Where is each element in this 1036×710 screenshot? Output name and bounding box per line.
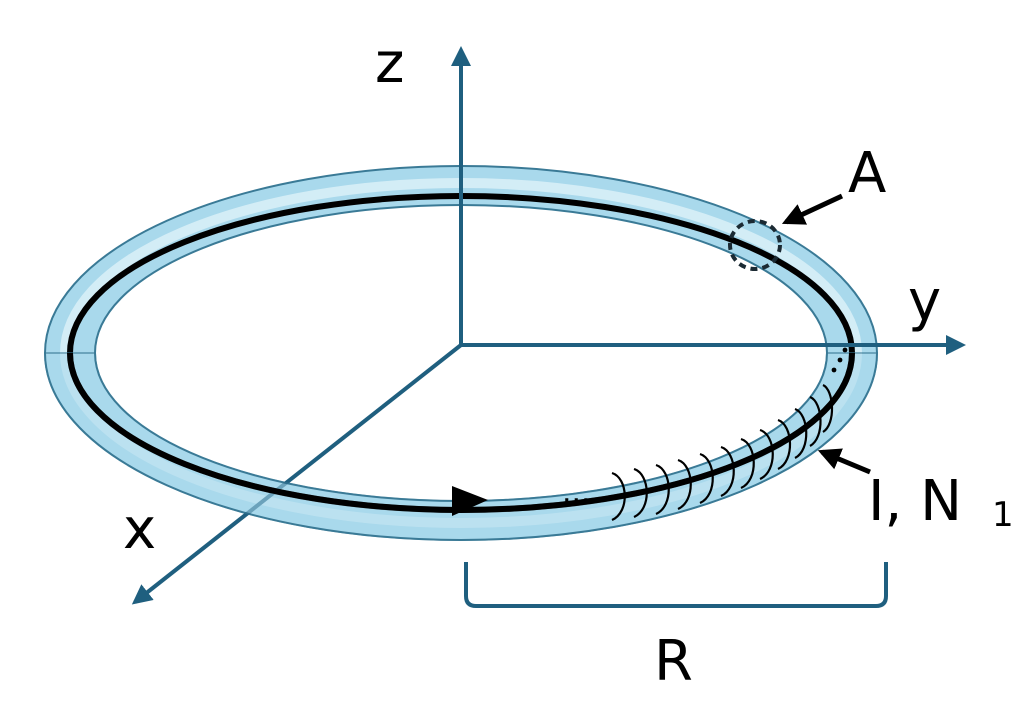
coil-turn [720,445,735,498]
coil-turn [677,458,692,511]
coil-turn [809,395,822,447]
coil-turn [759,428,774,481]
current-pointer-arrow [817,448,871,475]
coil-turn [794,407,808,459]
radius-bracket [464,562,888,608]
coil-turn [822,383,834,433]
y-axis-label: y [908,269,941,334]
coil-turn [611,471,626,522]
current-turns-label: I, N [868,469,962,534]
current-turns-subscript: 1 [992,495,1014,535]
coil-turn [633,467,648,519]
axes [131,46,966,605]
cross-section-area [728,219,782,271]
coil-continuation-dots [831,347,848,373]
coil-turn [699,452,714,505]
area-pointer-arrow [781,193,844,225]
coil-windings [611,383,834,522]
coil-turn [777,418,792,470]
z-axis-label: z [375,31,404,96]
current-direction-arrow [452,486,488,516]
x-axis-label: x [123,497,156,562]
x-axis-line [131,343,463,605]
ellipsis-label: ... [562,475,591,510]
radius-label: R [654,629,693,694]
area-label: A [848,141,886,206]
coil-turn [740,437,755,490]
coil-turn [655,463,670,516]
